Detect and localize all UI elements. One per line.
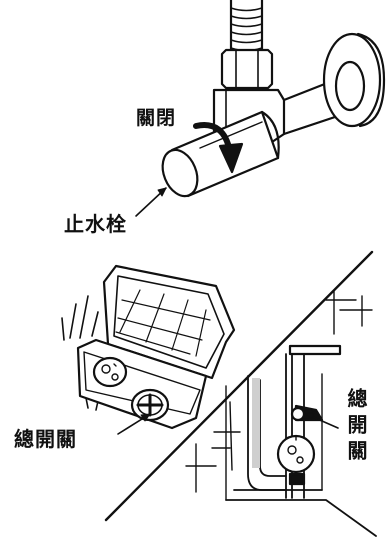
main-switch-label-left: 總開關	[14, 427, 77, 451]
stop-valve-illustration	[135, 0, 386, 217]
main-switch-label-right: 總開關	[344, 388, 368, 466]
meter-box-illustration	[61, 264, 236, 435]
meter-dial	[92, 356, 128, 388]
meter-dial-right	[276, 434, 316, 474]
close-valve-label: 關閉	[136, 107, 177, 129]
diagonal-divider	[104, 250, 374, 522]
braided-hose	[229, 0, 264, 52]
wall-pipe-illustration	[185, 289, 377, 537]
close-direction-arrow	[193, 122, 244, 174]
stop-valve-label: 止水栓	[64, 212, 127, 236]
hex-nut	[220, 48, 274, 90]
